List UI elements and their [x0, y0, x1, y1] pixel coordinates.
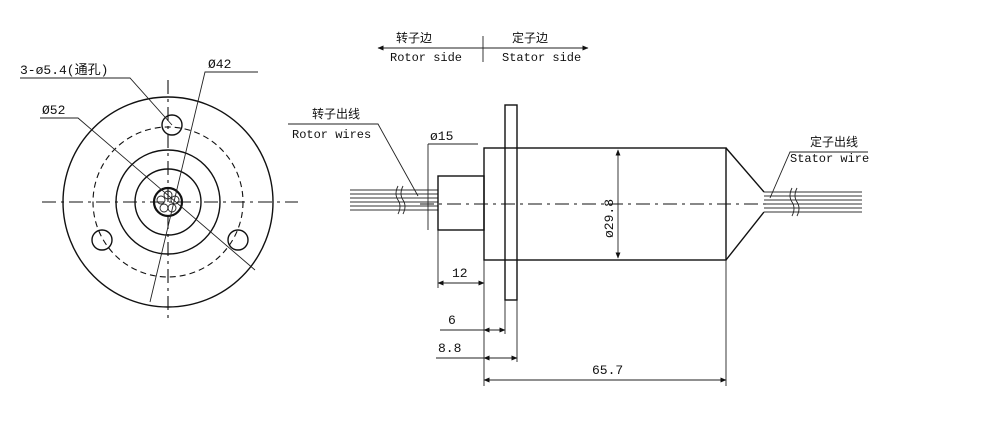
- rotor-wires-cn: 转子出线: [312, 106, 360, 121]
- rotor-side-en: Rotor side: [390, 51, 462, 65]
- rotor-shaft: [437, 175, 485, 231]
- flange: [504, 104, 518, 301]
- dia52-leader: [40, 117, 256, 271]
- stator-cone-top: [725, 147, 765, 193]
- stator-cone-bottom: [725, 211, 765, 261]
- stator-wires-leader: [769, 151, 868, 199]
- mounting-hole-top: [161, 114, 183, 136]
- front-view: 3-ø5.4(通孔) Ø42 Ø52: [20, 57, 298, 318]
- rotor-wires-leader: [288, 123, 419, 197]
- dia15-label: ø15: [430, 129, 453, 144]
- stator-side-cn: 定子边: [512, 30, 548, 45]
- side-view: 转子出线 Rotor wires 定子出线 Stator wire ø15 ø2…: [288, 104, 869, 386]
- dia42-leader: [149, 71, 258, 303]
- mounting-hole-right: [227, 229, 249, 251]
- stator-wires-cn: 定子出线: [810, 134, 858, 149]
- dia29-8-label: ø29.8: [602, 199, 617, 238]
- dim6-label: 6: [448, 313, 456, 328]
- holes-leader: [20, 77, 173, 126]
- rotor-wires-en: Rotor wires: [292, 128, 371, 142]
- dim8-8-label: 8.8: [438, 341, 461, 356]
- mounting-hole-left: [91, 229, 113, 251]
- dim65-7-label: 65.7: [592, 363, 623, 378]
- stator-side-en: Stator side: [502, 51, 581, 65]
- side-indicator: 转子边 Rotor side 定子边 Stator side: [377, 30, 589, 65]
- rotor-side-cn: 转子边: [396, 30, 432, 45]
- dia42-label: Ø42: [208, 57, 231, 72]
- dim12-label: 12: [452, 266, 468, 281]
- dia52-label: Ø52: [42, 103, 65, 118]
- stator-wires: [764, 187, 862, 217]
- holes-label: 3-ø5.4(通孔): [20, 63, 108, 78]
- stator-wires-en: Stator wire: [790, 152, 869, 166]
- rotor-wires: [350, 185, 438, 215]
